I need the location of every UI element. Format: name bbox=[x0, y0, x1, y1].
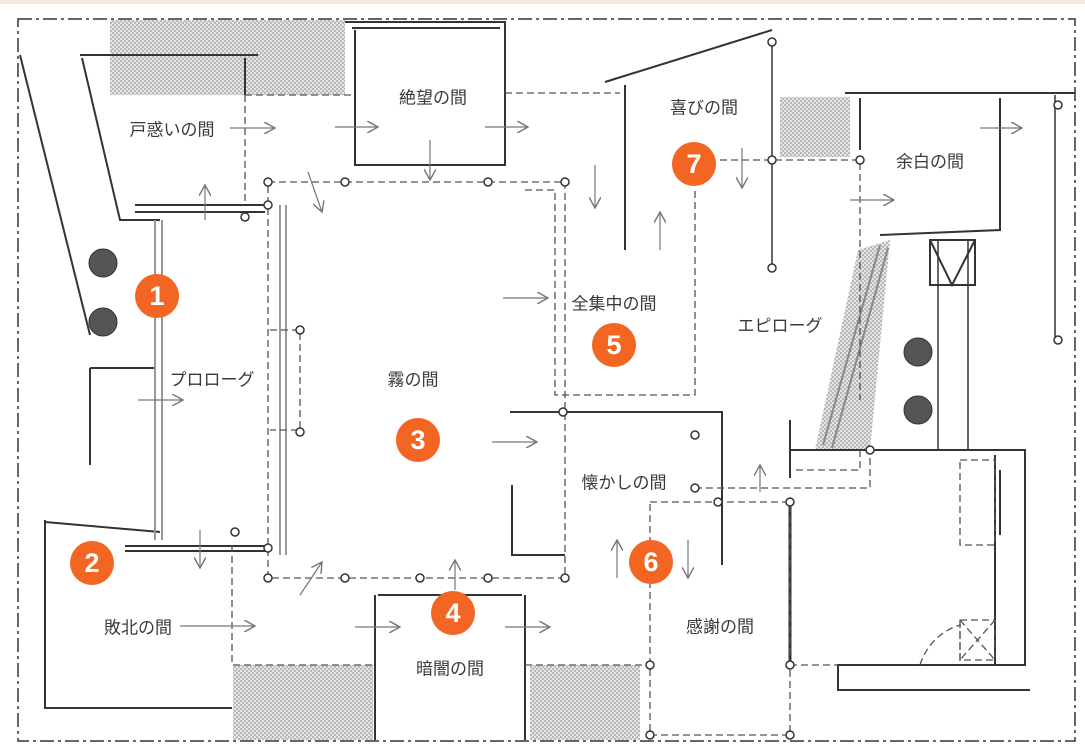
visitor-figures bbox=[88, 248, 933, 425]
room-label-kansha: 感謝の間 bbox=[686, 617, 754, 638]
room-label-prologue: プロローグ bbox=[169, 370, 255, 391]
room-label-zenshuchu: 全集中の間 bbox=[571, 294, 657, 315]
room-label-kiri: 霧の間 bbox=[387, 370, 439, 391]
marker-4: 4 bbox=[431, 591, 475, 635]
flow-arrows bbox=[138, 127, 1022, 627]
marker-1: 1 bbox=[135, 274, 179, 318]
site-boundary bbox=[17, 18, 1076, 742]
room-label-yohaku: 余白の間 bbox=[896, 152, 964, 173]
room-label-zetsubou: 絶望の間 bbox=[399, 88, 467, 109]
marker-5: 5 bbox=[592, 323, 636, 367]
marker-6: 6 bbox=[629, 540, 673, 584]
room-label-yorokobi: 喜びの間 bbox=[670, 98, 738, 119]
room-label-kurayami: 暗闇の間 bbox=[416, 659, 484, 680]
room-label-haiboku: 敗北の間 bbox=[104, 618, 172, 639]
marker-7: 7 bbox=[672, 142, 716, 186]
room-label-natsukashi: 懐かしの間 bbox=[581, 473, 667, 494]
room-label-tomadoi: 戸惑いの間 bbox=[129, 120, 215, 141]
posts bbox=[230, 37, 1063, 740]
walls bbox=[19, 21, 1075, 740]
top-border bbox=[0, 0, 1085, 4]
curtain-lines bbox=[231, 92, 996, 736]
marker-2: 2 bbox=[70, 541, 114, 585]
room-label-epilogue: エピローグ bbox=[737, 316, 823, 337]
marker-3: 3 bbox=[396, 418, 440, 462]
